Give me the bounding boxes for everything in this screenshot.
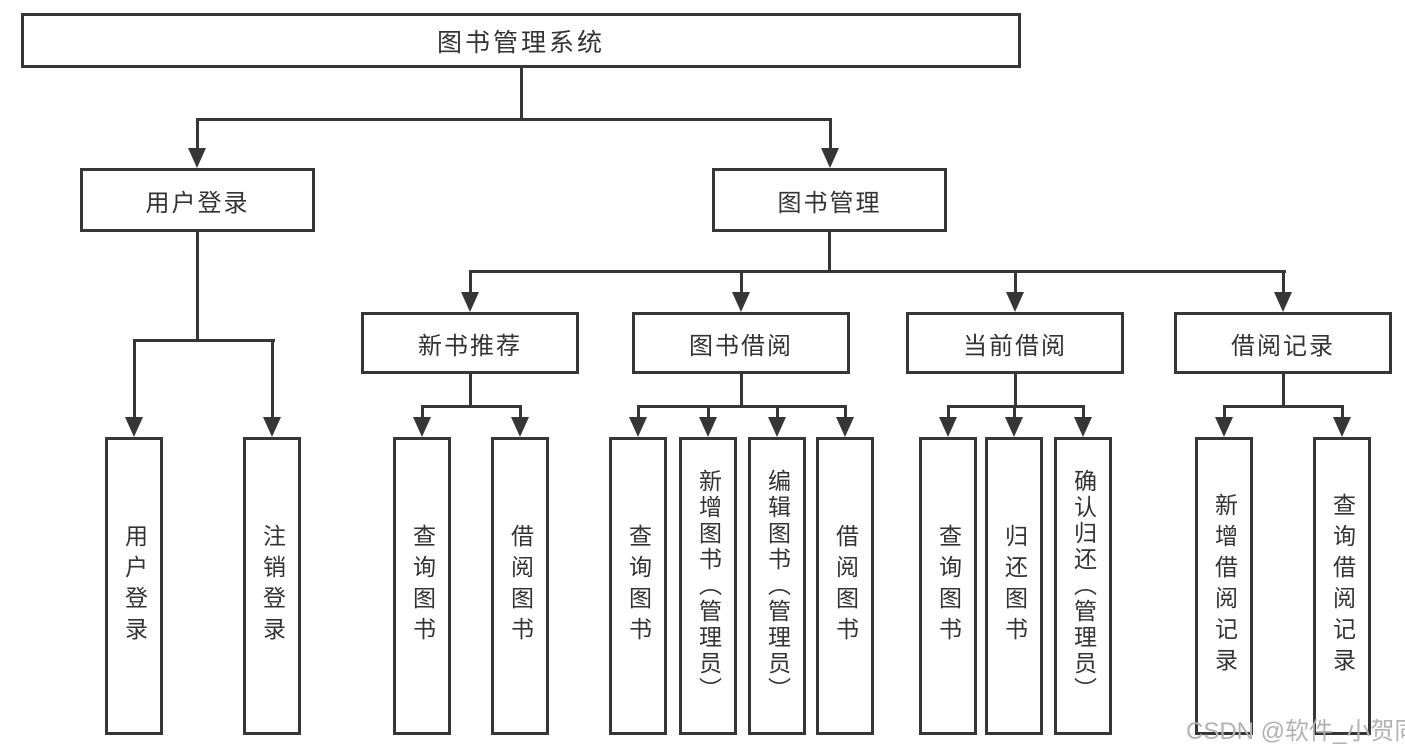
node-borrow-records: 借阅记录	[1174, 312, 1392, 374]
connector-line	[469, 374, 472, 407]
arrow-down-icon	[1005, 417, 1023, 437]
connector-line	[1282, 270, 1285, 298]
node-root: 图书管理系统	[21, 13, 1021, 68]
connector-line	[196, 232, 199, 341]
csdn-watermark: CSDN @软件_小贺同学	[1186, 718, 1405, 745]
arrow-down-icon	[188, 148, 206, 168]
leaf-return-books: 归还图书	[985, 437, 1043, 735]
connector-line	[828, 232, 831, 272]
leaf-query-books-new: 查询图书	[393, 437, 451, 735]
connector-line	[421, 405, 522, 408]
leaf-logout-label: 注销登录	[259, 524, 286, 648]
leaf-confirm-return-admin-label: 确认归还（管理员）	[1070, 469, 1097, 703]
node-user-login: 用户登录	[80, 168, 315, 232]
leaf-confirm-return-admin: 确认归还（管理员）	[1054, 437, 1112, 735]
connector-line	[947, 405, 1085, 408]
connector-line	[421, 405, 424, 423]
node-new-books-label: 新书推荐	[418, 332, 522, 360]
leaf-query-books-borrow: 查询图书	[609, 437, 667, 735]
arrow-down-icon	[413, 417, 431, 437]
leaf-user-login-label: 用户登录	[121, 524, 148, 648]
connector-line	[520, 68, 523, 120]
arrow-down-icon	[1274, 292, 1292, 312]
connector-line	[1282, 374, 1285, 407]
connector-line	[637, 405, 640, 423]
arrow-down-icon	[125, 417, 143, 437]
node-book-borrow-label: 图书借阅	[689, 332, 793, 360]
arrow-down-icon	[939, 417, 957, 437]
leaf-add-books-admin-label: 新增图书（管理员）	[695, 469, 722, 703]
leaf-query-books-borrow-label: 查询图书	[625, 524, 652, 648]
connector-line	[196, 120, 199, 154]
leaf-add-borrow-record: 新增借阅记录	[1195, 437, 1253, 735]
node-current-borrow: 当前借阅	[906, 312, 1124, 374]
node-current-borrow-label: 当前借阅	[963, 332, 1067, 360]
arrow-down-icon	[836, 417, 854, 437]
leaf-query-books-current-label: 查询图书	[935, 524, 962, 648]
connector-line	[1341, 405, 1344, 423]
leaf-borrow-books-new: 借阅图书	[491, 437, 549, 735]
arrow-down-icon	[511, 417, 529, 437]
connector-line	[1082, 405, 1085, 423]
node-new-books: 新书推荐	[361, 312, 579, 374]
arrow-down-icon	[1006, 292, 1024, 312]
arrow-down-icon	[732, 292, 750, 312]
connector-line	[1013, 405, 1016, 423]
arrow-down-icon	[461, 292, 479, 312]
leaf-user-login: 用户登录	[105, 437, 163, 735]
connector-line	[133, 339, 275, 342]
connector-line	[1014, 270, 1017, 298]
arrow-down-icon	[1074, 417, 1092, 437]
connector-line	[469, 270, 1286, 273]
connector-line	[637, 405, 847, 408]
connector-line	[740, 270, 743, 298]
connector-line	[196, 118, 832, 121]
connector-line	[519, 405, 522, 423]
connector-line	[469, 270, 472, 298]
arrow-down-icon	[768, 417, 786, 437]
arrow-down-icon	[821, 148, 839, 168]
connector-line	[844, 405, 847, 423]
connector-line	[740, 374, 743, 407]
connector-line	[1014, 374, 1017, 407]
connector-line	[947, 405, 950, 423]
leaf-borrow-books-label: 借阅图书	[832, 524, 859, 648]
connector-line	[271, 339, 274, 423]
connector-line	[1223, 405, 1344, 408]
leaf-query-borrow-record-label: 查询借阅记录	[1329, 493, 1356, 679]
arrow-down-icon	[629, 417, 647, 437]
connector-line	[1223, 405, 1226, 423]
leaf-logout: 注销登录	[243, 437, 301, 735]
node-user-login-label: 用户登录	[145, 189, 250, 217]
leaf-edit-books-admin-label: 编辑图书（管理员）	[764, 469, 791, 703]
connector-line	[133, 339, 136, 423]
leaf-add-borrow-record-label: 新增借阅记录	[1211, 493, 1238, 679]
node-book-mgmt-label: 图书管理	[777, 189, 882, 217]
leaf-edit-books-admin: 编辑图书（管理员）	[748, 437, 806, 735]
arrow-down-icon	[263, 417, 281, 437]
leaf-query-books-current: 查询图书	[919, 437, 977, 735]
leaf-query-books-new-label: 查询图书	[409, 524, 436, 648]
node-borrow-records-label: 借阅记录	[1231, 332, 1335, 360]
arrow-down-icon	[1333, 417, 1351, 437]
node-book-borrow: 图书借阅	[632, 312, 850, 374]
connector-line	[829, 120, 832, 154]
connector-line	[776, 405, 779, 423]
node-book-mgmt: 图书管理	[712, 168, 947, 232]
leaf-borrow-books: 借阅图书	[816, 437, 874, 735]
leaf-borrow-books-new-label: 借阅图书	[507, 524, 534, 648]
leaf-add-books-admin: 新增图书（管理员）	[679, 437, 737, 735]
arrow-down-icon	[1215, 417, 1233, 437]
leaf-query-borrow-record: 查询借阅记录	[1313, 437, 1371, 735]
leaf-return-books-label: 归还图书	[1001, 524, 1028, 648]
connector-line	[707, 405, 710, 423]
node-root-label: 图书管理系统	[436, 28, 605, 57]
arrow-down-icon	[699, 417, 717, 437]
